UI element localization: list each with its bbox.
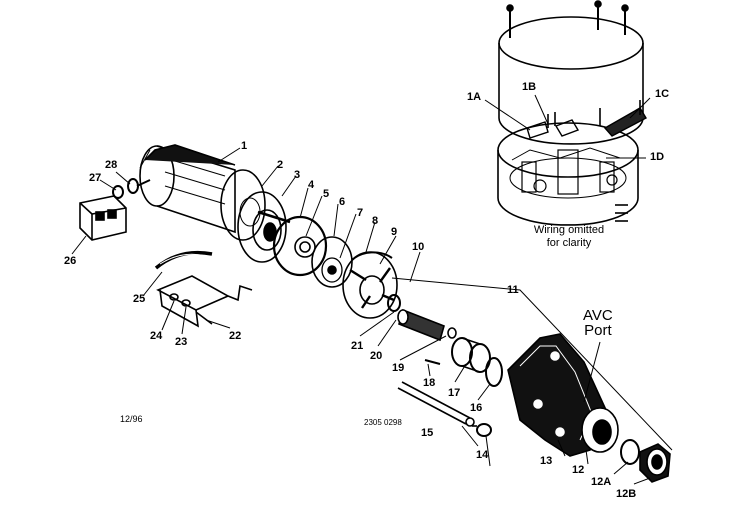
avc-port-label: AVC Port (583, 308, 613, 338)
label-part-22: 22 (229, 330, 242, 342)
label-part-19: 19 (392, 362, 405, 374)
label-part-24: 24 (150, 330, 163, 342)
label-part-4: 4 (308, 179, 315, 191)
label-part-10: 10 (412, 241, 425, 253)
mounting-bracket (156, 275, 253, 328)
wiring-note: Wiring omitted for clarity (524, 224, 614, 250)
label-part-1b: 1B (522, 81, 537, 93)
avc-label-line1: AVC (583, 307, 613, 324)
label-part-12a: 12A (591, 476, 612, 488)
label-part-20: 20 (370, 350, 383, 362)
venturi (451, 337, 491, 373)
label-part-25: 25 (133, 293, 146, 305)
nozzle (397, 308, 457, 342)
label-part-12: 12 (572, 464, 585, 476)
label-part-26: 26 (64, 255, 77, 267)
o-ring (387, 294, 401, 312)
screw-18 (424, 359, 441, 365)
label-part-16: 16 (470, 402, 483, 414)
label-part-2: 2 (277, 159, 284, 171)
pipe-adapter (639, 443, 671, 483)
o-ring-16 (485, 357, 503, 387)
label-part-12b: 12B (616, 488, 637, 500)
adapter-ring (620, 439, 640, 465)
leader-lines (71, 94, 651, 485)
drawing-number: 2305 0298 (364, 418, 402, 427)
fitting (112, 178, 151, 199)
label-part-6: 6 (339, 196, 346, 208)
label-part-18: 18 (423, 377, 436, 389)
guide-vane (342, 251, 398, 319)
label-part-11: 11 (507, 284, 519, 296)
wiring-note-line2: for clarity (546, 237, 592, 249)
label-part-17: 17 (448, 387, 461, 399)
diffuser-ring (311, 236, 353, 288)
label-part-1d: 1D (650, 151, 665, 163)
pressure-switch (79, 195, 127, 241)
pipe-plug (472, 423, 492, 437)
label-part-21: 21 (351, 340, 364, 352)
label-part-14: 14 (476, 449, 489, 461)
label-part-8: 8 (372, 215, 379, 227)
seal-plate (237, 191, 287, 263)
label-part-7: 7 (357, 207, 364, 219)
clamp (154, 250, 213, 270)
label-part-1c: 1C (655, 88, 670, 100)
label-part-28: 28 (105, 159, 118, 171)
label-part-13: 13 (540, 455, 553, 467)
wiring-note-line1: Wiring omitted (533, 224, 605, 236)
label-part-15: 15 (421, 427, 434, 439)
motor-end-bell (497, 100, 647, 226)
pump-body (507, 333, 619, 457)
label-part-23: 23 (175, 336, 188, 348)
motor-cover-assembly (498, 0, 644, 145)
avc-label-line2: Port (584, 322, 612, 339)
label-part-3: 3 (294, 169, 301, 181)
tie-rod (397, 381, 475, 427)
date-code: 12/96 (120, 414, 143, 424)
seal (294, 236, 316, 258)
label-part-1a: 1A (467, 91, 482, 103)
group-bracket-11 (391, 277, 673, 451)
label-part-5: 5 (323, 188, 330, 200)
label-part-9: 9 (391, 226, 398, 238)
label-part-27: 27 (89, 172, 102, 184)
label-part-1: 1 (241, 140, 248, 152)
impeller (321, 257, 343, 283)
